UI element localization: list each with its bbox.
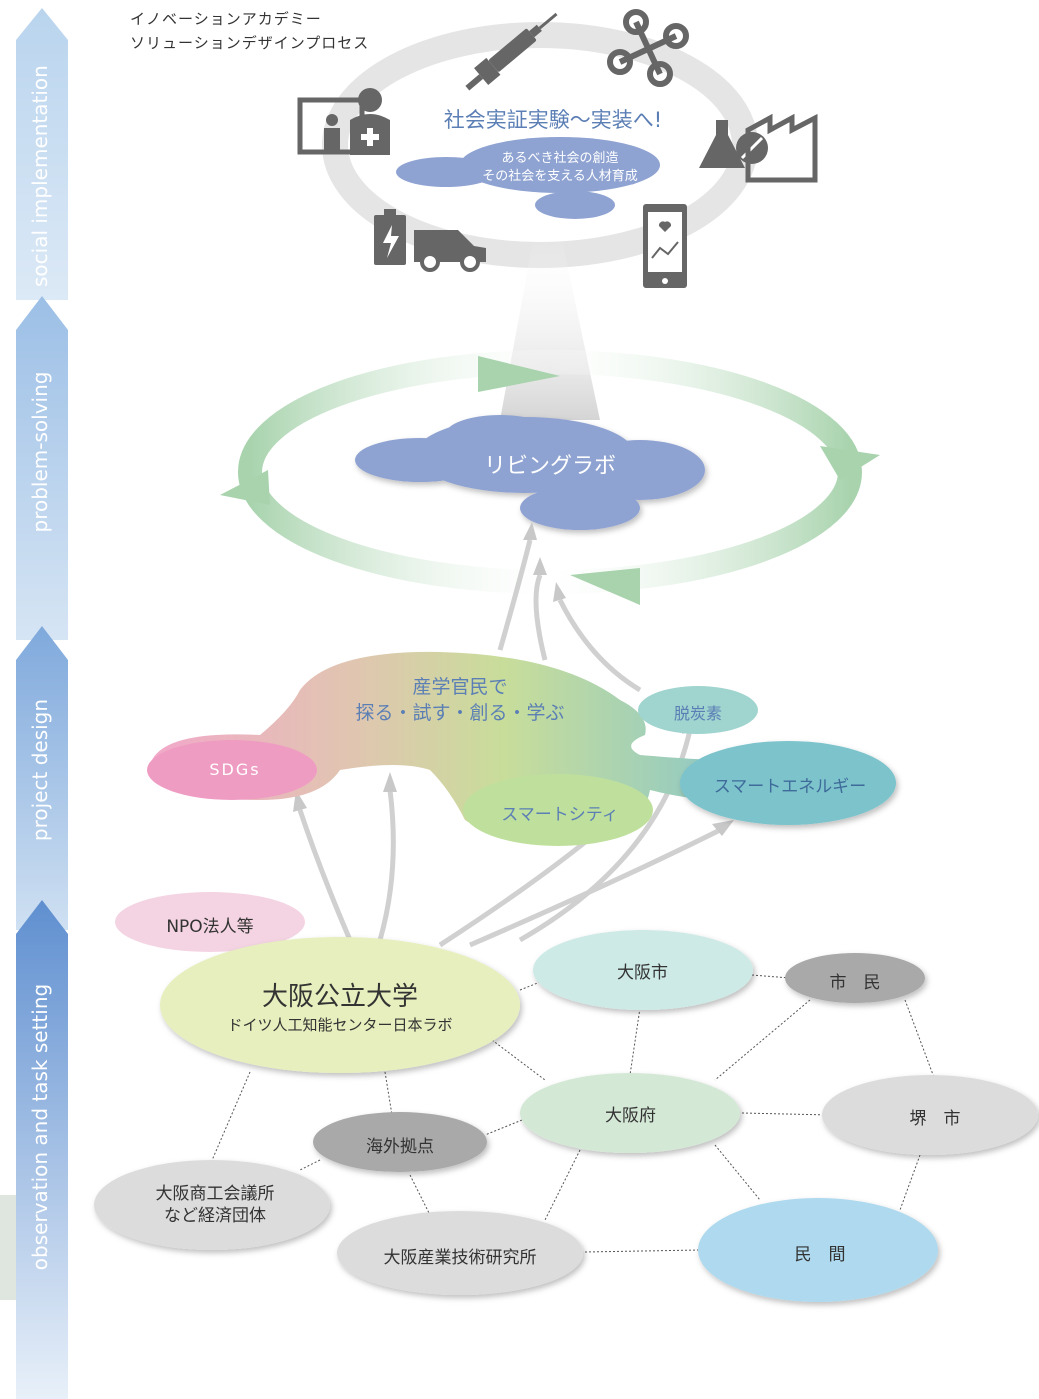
living-lab-label: リビングラボ: [483, 454, 616, 479]
smart-energy-node: [680, 741, 896, 825]
chamber-line-2: など経済団体: [164, 1206, 266, 1226]
stage-arrow-social: [16, 8, 68, 300]
top-cloud-text: あるべき社会の創造 その社会を支える人材育成: [450, 150, 670, 186]
top-cloud-line-2: その社会を支える人材育成: [482, 169, 638, 184]
osaka-city-node: [533, 930, 753, 1010]
osaka-pref-node: [520, 1073, 740, 1153]
chamber-line-1: 大阪商工会議所: [155, 1184, 275, 1204]
university-name: 大阪公立大学: [261, 982, 418, 1012]
sdgs-label: SDGs: [209, 760, 261, 779]
osaka-pref-label: 大阪府: [605, 1106, 656, 1126]
living-lab-cloud: [355, 415, 705, 530]
chamber-node: [94, 1160, 330, 1250]
ring-arrow-bottom: [570, 568, 640, 605]
ring-arrow-left: [220, 470, 270, 505]
overseas-label: 海外拠点: [366, 1137, 434, 1157]
stage-arrow-problem: [16, 296, 68, 640]
ev-battery-icon: [374, 209, 486, 272]
sakai-node: [822, 1075, 1038, 1155]
smart-energy-label: スマートエネルギー: [713, 777, 867, 797]
blob-title: 産学官民で 探る・試す・創る・学ぶ: [320, 674, 600, 726]
sakai-label: 堺 市: [909, 1109, 961, 1129]
blob-line-1: 産学官民で: [412, 676, 508, 698]
university-sub: ドイツ人工知能センター日本ラボ: [227, 1016, 453, 1034]
stage-arrow-observation: [16, 900, 68, 1399]
tri-node: [337, 1211, 583, 1295]
citizens-label: 市 民: [829, 973, 881, 993]
smart-city-label: スマートシティ: [501, 805, 619, 825]
decarbon-label: 脱炭素: [673, 704, 722, 723]
header-line-1: イノベーションアカデミー: [130, 10, 322, 28]
overseas-node: [313, 1112, 487, 1172]
npo-node: [115, 892, 305, 952]
university-node: [160, 937, 520, 1073]
blob-line-2: 探る・試す・創る・学ぶ: [355, 702, 565, 724]
stage-arrow-project: [16, 626, 68, 930]
tri-label: 大阪産業技術研究所: [383, 1248, 537, 1268]
smartphone-health-icon: [643, 204, 687, 288]
factory-icon: [699, 113, 818, 183]
private-label: 民 間: [794, 1245, 846, 1265]
header-line-2: ソリューションデザインプロセス: [130, 34, 370, 52]
smart-city-node: [463, 774, 653, 846]
npo-label: NPO法人等: [166, 917, 254, 937]
private-node: [698, 1198, 938, 1302]
ring-arrow-right: [820, 446, 880, 480]
citizens-node: [785, 953, 925, 1003]
syringe-icon: [465, 12, 558, 91]
chamber-label: 大阪商工会議所 など経済団体: [130, 1183, 300, 1227]
stage-bar: [0, 8, 68, 1399]
osaka-city-label: 大阪市: [617, 963, 668, 983]
top-title: 社会実証実験～実装へ!: [443, 108, 663, 132]
drone-icon: [607, 9, 689, 87]
ring-arrow-top: [478, 356, 560, 392]
sdgs-node: [147, 740, 317, 800]
top-cloud-line-1: あるべき社会の創造: [501, 151, 619, 166]
decarbon-node: [638, 686, 758, 734]
top-cloud: [396, 137, 660, 219]
medical-icon: [297, 88, 390, 155]
network-lines: [209, 974, 936, 1253]
